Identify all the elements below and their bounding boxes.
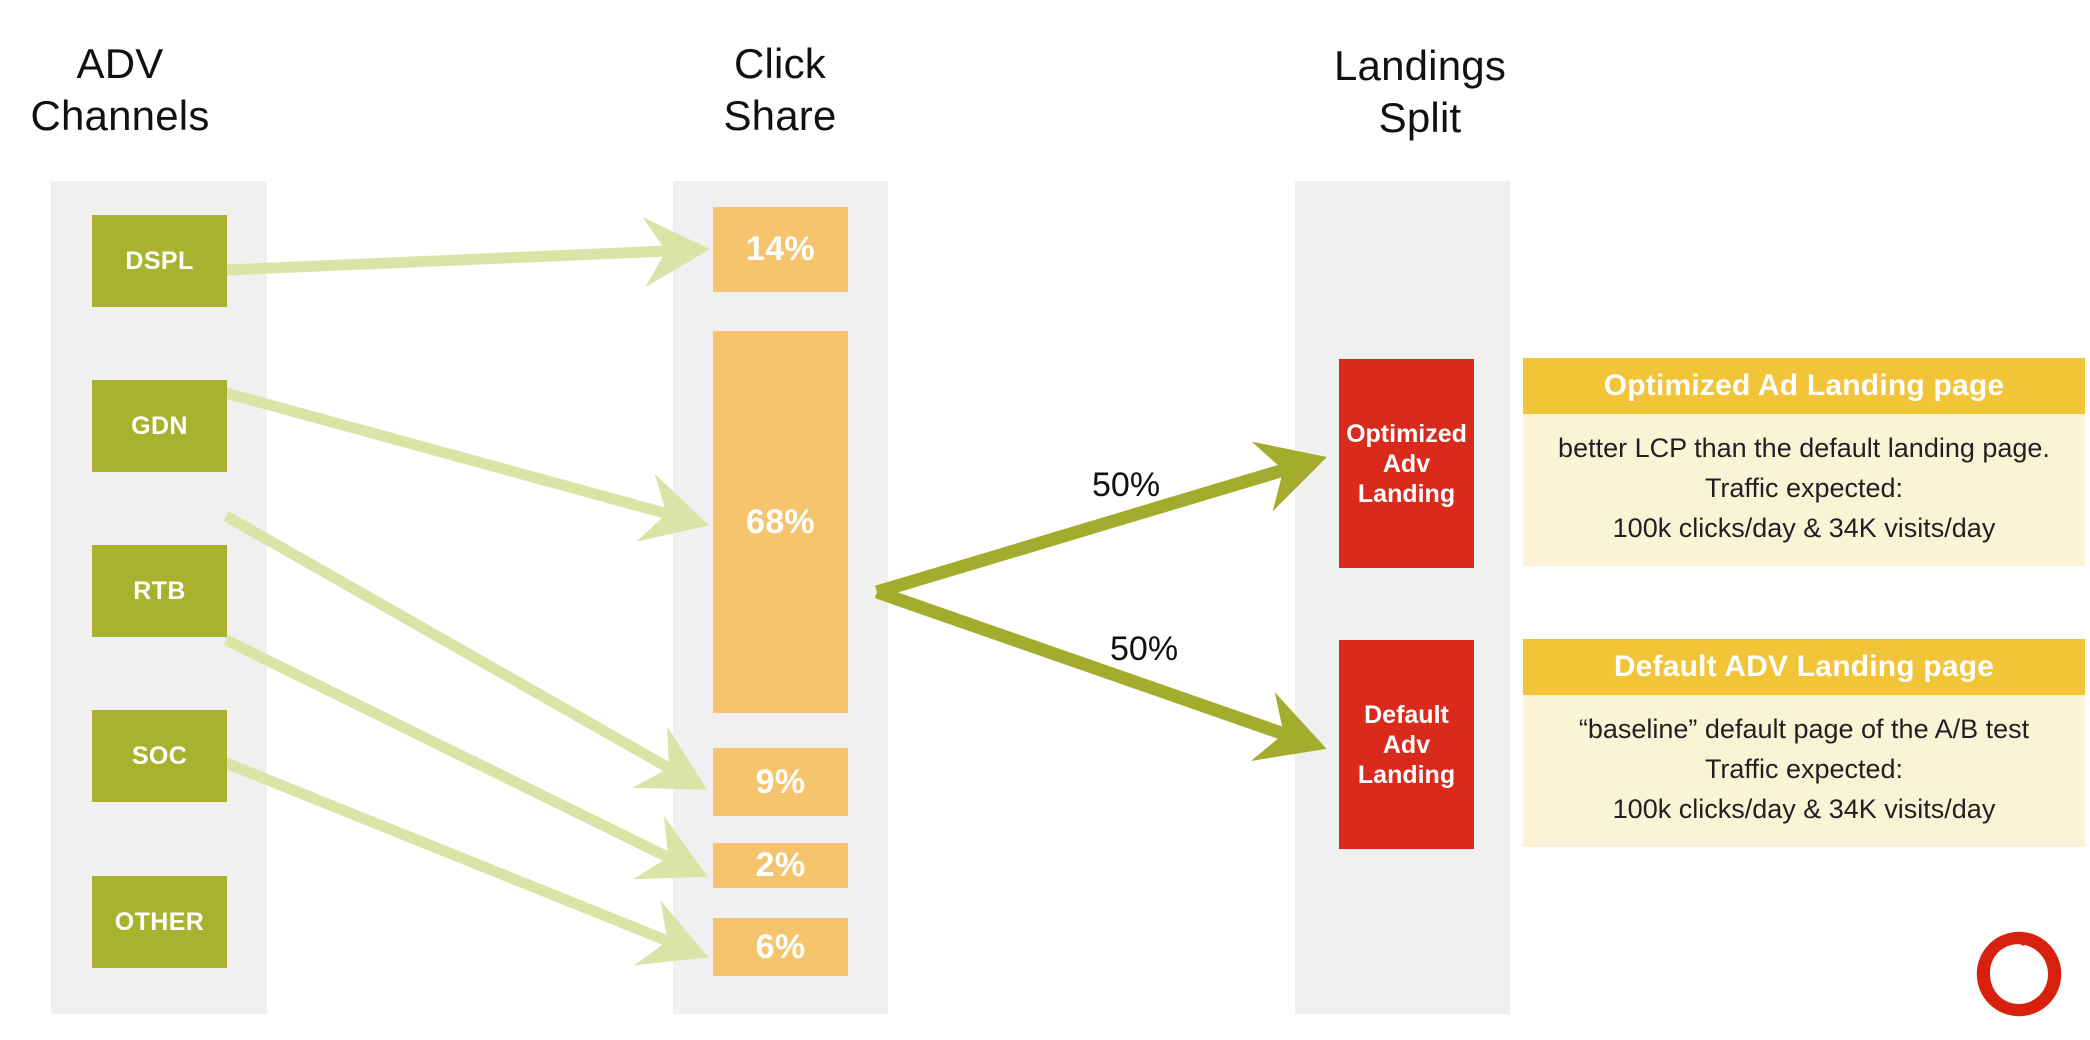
column-title-adv-channels: ADV Channels [30, 40, 210, 139]
adv-channel-label: OTHER [114, 907, 205, 936]
click-share-box-6[interactable]: 6% [713, 918, 848, 976]
landing-box-label: Optimized Adv Landing [1346, 419, 1467, 508]
click-share-label: 2% [755, 846, 806, 884]
adv-channel-box-rtb[interactable]: RTB [92, 545, 227, 637]
info-card-body: better LCP than the default landing page… [1523, 414, 2085, 566]
column-title-click-share: Click Share [723, 40, 837, 139]
adv-channel-box-dspl[interactable]: DSPL [92, 215, 227, 307]
info-card-body: “baseline” default page of the A/B test … [1523, 695, 2085, 847]
adv-channel-box-other[interactable]: OTHER [92, 876, 227, 968]
info-card-default-adv-landing-page[interactable]: Default ADV Landing page “baseline” defa… [1523, 639, 2085, 847]
click-share-box-68[interactable]: 68% [713, 331, 848, 713]
click-share-box-2[interactable]: 2% [713, 843, 848, 888]
column-title-landings-split: Landings Split [1333, 42, 1507, 141]
landing-box-label: Default Adv Landing [1357, 700, 1456, 789]
landings-split-column-background [1295, 181, 1510, 1014]
arrow-rtb-to-9 [223, 511, 708, 790]
landing-box-default-adv-landing[interactable]: Default Adv Landing [1339, 640, 1474, 849]
arrow-gdn-to-68 [224, 387, 710, 542]
adv-channel-label: RTB [133, 576, 186, 605]
adv-channel-label: SOC [131, 741, 188, 770]
adv-channel-label: GDN [131, 411, 188, 440]
click-share-label: 68% [746, 502, 815, 541]
arrow-split-to-default [874, 585, 1327, 761]
arrow-other-to-6 [223, 757, 709, 966]
arrow-soc-to-2 [223, 635, 708, 880]
click-share-label: 14% [746, 230, 815, 268]
vodafone-logo-icon [1976, 931, 2062, 1017]
arrow-dspl-to-14 [225, 216, 710, 288]
info-card-header: Optimized Ad Landing page [1523, 358, 2085, 414]
info-card-header: Default ADV Landing page [1523, 639, 2085, 695]
click-share-box-9[interactable]: 9% [713, 748, 848, 816]
click-share-box-14[interactable]: 14% [713, 207, 848, 292]
info-card-optimized-ad-landing-page[interactable]: Optimized Ad Landing page better LCP tha… [1523, 358, 2085, 566]
adv-channel-label: DSPL [125, 246, 194, 275]
landing-box-optimized-adv-landing[interactable]: Optimized Adv Landing [1339, 359, 1474, 568]
adv-channel-box-soc[interactable]: SOC [92, 710, 227, 802]
vodafone-logo [1975, 930, 2063, 1018]
adv-channel-box-gdn[interactable]: GDN [92, 380, 227, 472]
split-label-optimized: 50% [1092, 466, 1161, 504]
click-share-label: 9% [755, 762, 806, 801]
click-share-label: 6% [755, 927, 806, 966]
split-label-default: 50% [1110, 630, 1179, 668]
